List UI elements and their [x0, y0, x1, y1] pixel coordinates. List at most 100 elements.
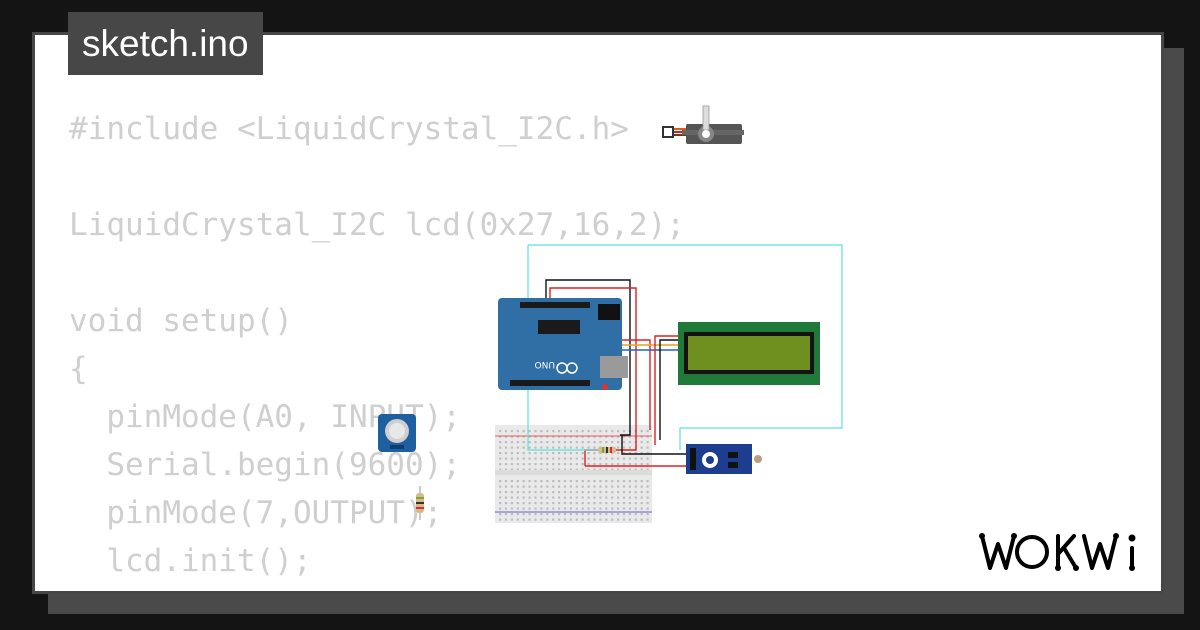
breadboard-hole	[510, 518, 513, 521]
breadboard-hole	[593, 446, 596, 449]
breadboard-hole	[534, 518, 537, 521]
breadboard-hole	[593, 435, 596, 438]
breadboard-hole	[522, 457, 525, 460]
breadboard-hole	[516, 485, 519, 488]
breadboard-hole	[522, 518, 525, 521]
breadboard-hole	[599, 452, 602, 455]
breadboard-hole	[546, 463, 549, 466]
breadboard-hole	[516, 513, 519, 516]
breadboard-hole	[575, 480, 578, 483]
breadboard-hole	[499, 435, 502, 438]
breadboard-hole	[504, 435, 508, 438]
breadboard-hole	[510, 496, 513, 499]
breadboard-hole	[563, 463, 567, 466]
breadboard-hole	[581, 480, 584, 483]
breadboard-hole	[640, 507, 643, 510]
breadboard-hole	[510, 446, 513, 449]
breadboard-hole	[516, 446, 519, 449]
breadboard-hole	[516, 441, 519, 444]
breadboard-hole	[593, 496, 596, 499]
breadboard-hole	[528, 446, 531, 449]
breadboard-hole	[534, 452, 537, 455]
breadboard-hole	[646, 457, 649, 460]
breadboard-hole	[599, 435, 602, 438]
breadboard-hole	[593, 457, 596, 460]
breadboard-hole	[516, 491, 519, 494]
breadboard-hole	[552, 491, 555, 494]
breadboard-hole	[646, 480, 649, 483]
breadboard-hole	[528, 485, 531, 488]
breadboard-hole	[563, 485, 567, 488]
breadboard-hole	[552, 502, 555, 505]
breadboard-hole	[593, 480, 596, 483]
wokwi-logo	[979, 533, 1136, 571]
breadboard	[495, 425, 652, 523]
breadboard-hole	[628, 468, 631, 471]
breadboard-hole	[540, 446, 543, 449]
breadboard-hole	[634, 513, 637, 516]
code-line: lcd.backlight();	[69, 585, 685, 591]
breadboard-hole	[528, 441, 531, 444]
breadboard-hole	[516, 518, 519, 521]
breadboard-hole	[628, 502, 631, 505]
breadboard-hole	[499, 518, 502, 521]
breadboard-hole	[628, 480, 631, 483]
breadboard-hole	[605, 480, 608, 483]
breadboard-hole	[552, 485, 555, 488]
breadboard-hole	[575, 446, 578, 449]
breadboard-hole	[581, 485, 584, 488]
breadboard-hole	[587, 435, 590, 438]
breadboard-hole	[599, 507, 602, 510]
breadboard-hole	[628, 452, 631, 455]
breadboard-hole	[563, 491, 567, 494]
breadboard-hole	[622, 435, 626, 438]
breadboard-hole	[510, 441, 513, 444]
breadboard-hole	[558, 513, 561, 516]
breadboard-hole	[552, 441, 555, 444]
code-block: #include <LiquidCrystal_I2C.h>LiquidCrys…	[69, 105, 685, 591]
breadboard-hole	[599, 468, 602, 471]
breadboard-hole	[569, 513, 572, 516]
breadboard-hole	[528, 507, 531, 510]
breadboard-hole	[522, 491, 525, 494]
breadboard-hole	[534, 457, 537, 460]
breadboard-hole	[646, 518, 649, 521]
breadboard-hole	[569, 441, 572, 444]
breadboard-hole	[504, 496, 508, 499]
breadboard-hole	[593, 513, 596, 516]
breadboard-hole	[558, 518, 561, 521]
breadboard-hole	[622, 452, 626, 455]
breadboard-hole	[646, 507, 649, 510]
breadboard-hole	[563, 446, 567, 449]
breadboard-hole	[528, 430, 531, 433]
breadboard-hole	[593, 485, 596, 488]
breadboard-hole	[617, 507, 620, 510]
breadboard-hole	[546, 480, 549, 483]
breadboard-hole	[634, 463, 637, 466]
breadboard-hole	[569, 502, 572, 505]
breadboard-hole	[634, 518, 637, 521]
breadboard-hole	[611, 430, 614, 433]
breadboard-hole	[558, 496, 561, 499]
resistor-icon	[598, 447, 616, 453]
breadboard-hole	[634, 468, 637, 471]
breadboard-hole	[587, 480, 590, 483]
breadboard-hole	[546, 457, 549, 460]
breadboard-hole	[646, 468, 649, 471]
breadboard-hole	[628, 491, 631, 494]
code-line: Serial.begin(9600);	[69, 447, 461, 483]
breadboard-hole	[522, 513, 525, 516]
breadboard-hole	[628, 446, 631, 449]
breadboard-hole	[617, 513, 620, 516]
breadboard-hole	[587, 457, 590, 460]
breadboard-hole	[617, 430, 620, 433]
breadboard-hole	[540, 457, 543, 460]
breadboard-hole	[640, 452, 643, 455]
breadboard-hole	[599, 463, 602, 466]
breadboard-hole	[628, 463, 631, 466]
breadboard-hole	[605, 457, 608, 460]
breadboard-hole	[628, 441, 631, 444]
breadboard-hole	[522, 446, 525, 449]
breadboard-hole	[622, 502, 626, 505]
breadboard-hole	[593, 441, 596, 444]
